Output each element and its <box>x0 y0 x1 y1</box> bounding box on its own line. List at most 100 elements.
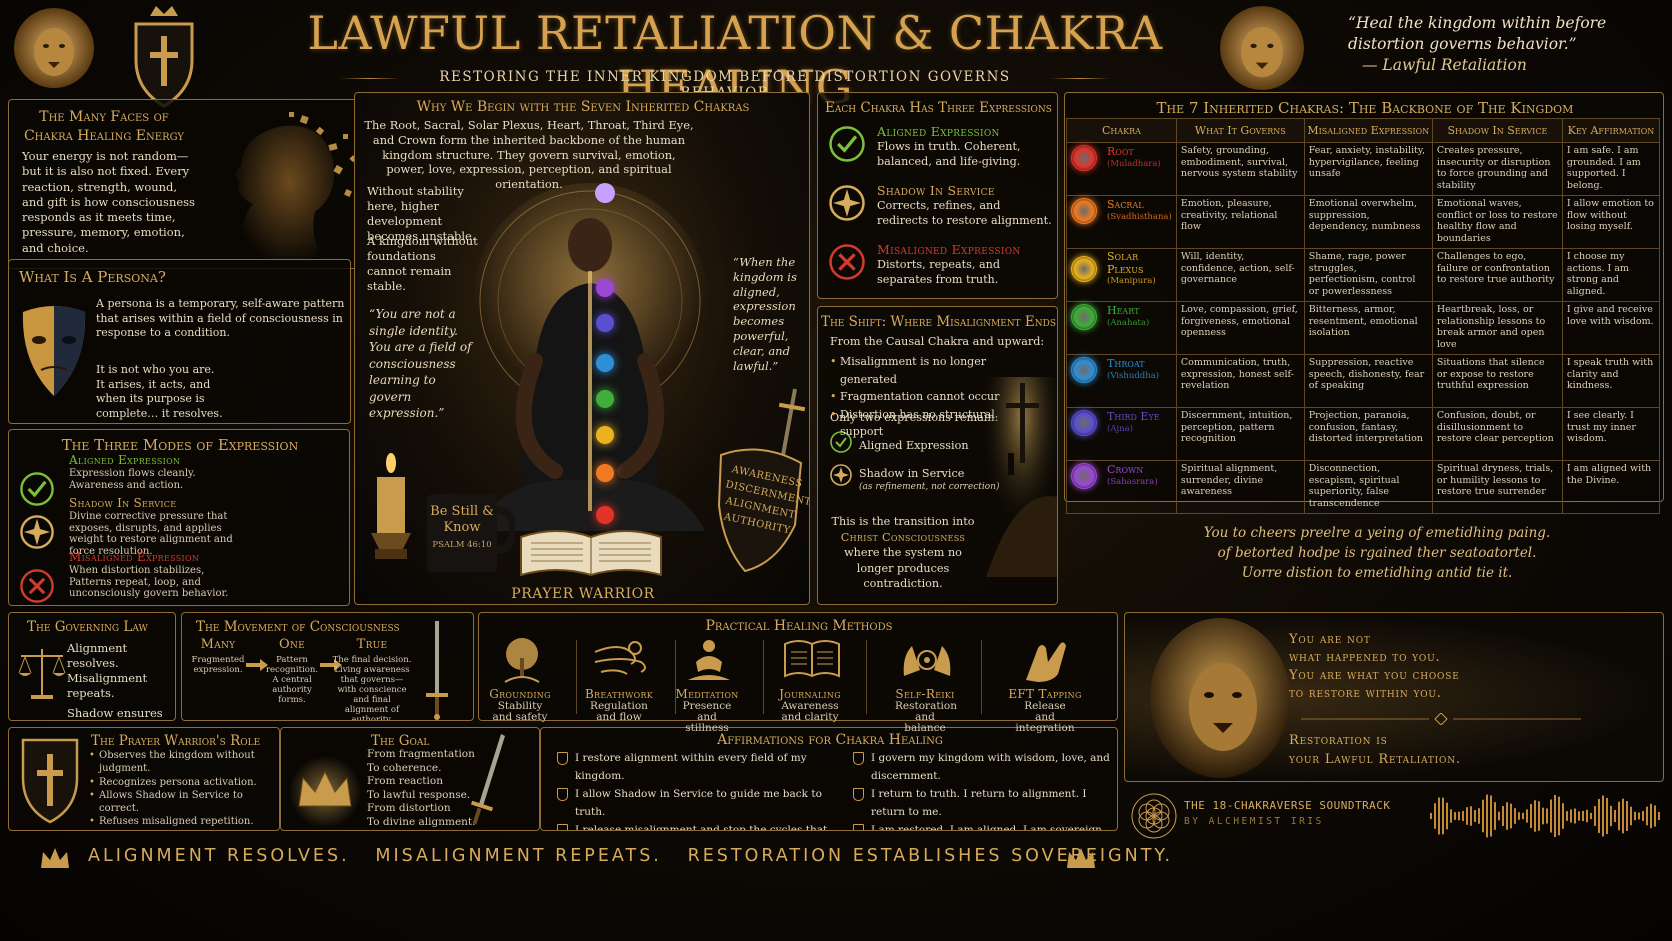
affirmation-item: I am restored. I am aligned. I am sovere… <box>849 821 1117 830</box>
wave-bar <box>1474 810 1476 822</box>
method-divider <box>763 640 764 714</box>
star-compass-icon <box>19 514 55 550</box>
affirmation-item: I govern my kingdom with wisdom, love, a… <box>849 749 1117 785</box>
tree-icon <box>492 636 552 686</box>
persona-title: What Is A Persona? <box>19 268 166 286</box>
chakra-mis-cell: Shame, rage, power struggles, perfection… <box>1303 248 1433 302</box>
persona-panel: What Is A Persona? A persona is a tempor… <box>8 259 351 424</box>
method-desc: Release and integration <box>1015 700 1075 734</box>
wind-icon <box>591 636 651 686</box>
methods-title: Practical Healing Methods <box>705 618 893 634</box>
faces-title: The Many Faces of Chakra Healing Energy <box>23 109 185 144</box>
wave-bar <box>1570 809 1572 823</box>
goal-line: To divine alignment. <box>367 815 476 828</box>
wave-bar <box>1562 803 1564 829</box>
chakra-shadow-cell: Creates pressure, insecurity or disrupti… <box>1431 142 1563 196</box>
goal-line: To lawful response. <box>367 788 471 801</box>
wave-bar <box>1606 797 1608 835</box>
method-name: Breathwork <box>584 687 654 701</box>
shift-bullet: Fragmentation cannot occur <box>828 388 1008 406</box>
chakra-symbol-icon <box>1071 145 1097 171</box>
goal-line: From reaction <box>367 775 443 787</box>
warrior-role-item: Restores alignment through holy tools. <box>87 829 277 830</box>
sound-wave-icon <box>1428 792 1664 840</box>
wave-bar <box>1490 795 1492 837</box>
warrior-role-item: Observes the kingdom without judgment. <box>87 749 277 776</box>
warrior-role-item: Allows Shadow in Service to correct. <box>87 789 277 816</box>
wave-bar <box>1506 802 1508 830</box>
wave-bar <box>1526 809 1528 823</box>
why-stability: Without stability here, higher developme… <box>367 184 476 243</box>
method-desc: Stability and safety <box>492 700 548 723</box>
wave-bar <box>1458 811 1460 821</box>
chakra-aff-cell: I see clearly. I trust my inner wisdom. <box>1561 407 1661 461</box>
shift-title: The Shift: Where Misalignment Ends <box>820 314 1057 330</box>
table-row: Third Eye(Ajna)Discernment, intuition, p… <box>1066 407 1661 461</box>
chakra-dot <box>596 506 614 524</box>
wave-bar <box>1498 811 1500 821</box>
wave-bar <box>1522 812 1524 820</box>
affirmation-item: I restore alignment within every field o… <box>553 749 853 785</box>
quote-identity: “You are not a single identity. You are … <box>369 307 472 420</box>
affirmation-item: I release misalignment and stop the cycl… <box>553 821 853 830</box>
table-row: Heart(Anahata)Love, compassion, grief, f… <box>1066 301 1661 355</box>
warrior-role-item: Refuses misaligned repetition. <box>87 815 277 829</box>
chakra-governs-cell: Spiritual alignment, surrender, divine a… <box>1175 460 1305 514</box>
wave-bar <box>1514 808 1516 824</box>
three-expressions-panel: Each Chakra Has Three Expressions Aligne… <box>817 92 1058 299</box>
goal-line: From distortion <box>367 802 451 814</box>
chakra-shadow-cell: Confusion, doubt, or disillusionment to … <box>1431 407 1563 461</box>
warrior-role-item: Recognizes persona activation. <box>87 776 277 790</box>
chakra-symbol-icon <box>1071 198 1097 224</box>
wave-bar <box>1466 807 1468 825</box>
chakra-mis-cell: Emotional overwhelm, suppression, depend… <box>1303 195 1433 249</box>
check-circle-icon <box>19 471 55 507</box>
chakra-sanskrit: (Sahasrara) <box>1107 476 1158 487</box>
chakra-dot <box>596 464 614 482</box>
wave-bar <box>1462 811 1464 821</box>
candle-icon <box>367 453 415 563</box>
header-quote: “Heal the kingdom within before distorti… <box>1348 14 1607 74</box>
chakra-table-title: The 7 Inherited Chakras: The Backbone of… <box>1156 99 1574 117</box>
crown-left-icon <box>38 844 72 872</box>
method-desc: Restoration and balance <box>895 700 957 734</box>
shift-shadow-label: Shadow in Service <box>859 467 965 480</box>
methods-panel: Practical Healing Methods <box>478 612 1118 721</box>
crest-shield-icon <box>128 2 200 110</box>
expression-desc: Corrects, refines, and redirects to rest… <box>877 199 1052 227</box>
why-panel: Why We Begin with the Seven Inherited Ch… <box>354 92 810 605</box>
method-desc: Awareness and clarity <box>781 700 839 723</box>
chakra-governs-cell: Will, identity, confidence, action, self… <box>1175 248 1305 302</box>
expression-name: Shadow In Service <box>877 183 995 198</box>
method-divider <box>981 640 982 714</box>
chakra-name: Throat <box>1107 357 1145 370</box>
chakra-aff-cell: I speak truth with clarity and kindness. <box>1561 354 1661 408</box>
chakra-dot <box>596 426 614 444</box>
movement-step-desc: The final decision. Living awareness tha… <box>332 655 412 721</box>
faces-panel: The Many Faces of Chakra Healing Energy … <box>8 99 374 269</box>
faces-body: Your energy is not random—but it is also… <box>22 149 195 255</box>
modes-title: The Three Modes of Expression <box>61 436 299 454</box>
table-row: Throat(Vishuddha)Communication, truth, e… <box>1066 354 1661 408</box>
wave-bar <box>1650 803 1652 829</box>
table-header: Chakra <box>1066 118 1177 143</box>
x-circle-icon <box>19 568 55 604</box>
movement-step-name: Many <box>200 637 236 652</box>
movement-title: The Movement of Consciousness <box>196 619 400 635</box>
three-expr-title: Each Chakra Has Three Expressions <box>825 100 1052 116</box>
chakra-sanskrit: (Vishuddha) <box>1107 370 1160 381</box>
x-circle-icon <box>828 243 866 281</box>
mode-name: Aligned Expression <box>69 453 181 467</box>
chakra-name: Crown <box>1107 463 1144 476</box>
table-header: Key Affirmation <box>1561 118 1661 143</box>
expression-name: Misaligned Expression <box>877 242 1021 257</box>
chakra-mis-cell: Disconnection, escapism, spiritual super… <box>1303 460 1433 514</box>
method-name: Self-Reiki <box>895 687 955 701</box>
warrior-list: Observes the kingdom without judgment.Re… <box>87 749 277 830</box>
affirm-left-list: I restore alignment within every field o… <box>553 749 853 830</box>
chakra-aff-cell: I choose my actions. I am strong and ali… <box>1561 248 1661 302</box>
